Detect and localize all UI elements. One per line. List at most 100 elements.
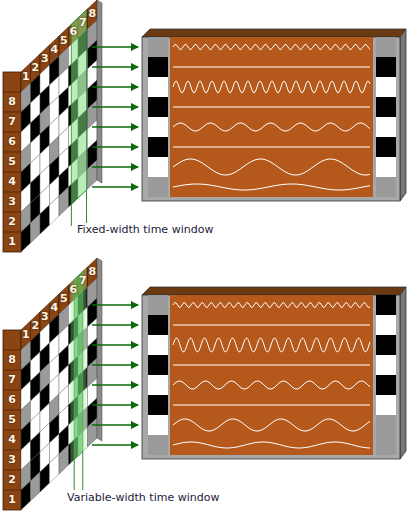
signal-wave [173, 147, 370, 148]
callout-number: 8 [3, 95, 21, 109]
pixel-cell [21, 481, 31, 510]
callout-number: 3 [3, 195, 21, 209]
checker-square [148, 97, 168, 117]
checker-square [376, 117, 396, 137]
callout-number: 4 [48, 301, 62, 315]
checker-square [148, 335, 168, 355]
strip-divider [3, 470, 21, 471]
callout-number: 8 [86, 7, 100, 21]
signal-wave [173, 123, 370, 131]
callout-number: 2 [3, 215, 21, 229]
callout-number: 7 [76, 274, 90, 288]
strip-divider [3, 132, 21, 133]
arrow [92, 66, 138, 67]
callout-number: 7 [3, 115, 21, 129]
callout-number: 1 [3, 493, 21, 507]
callout-number: 8 [86, 265, 100, 279]
callout-number: 4 [3, 433, 21, 447]
checker-square [376, 435, 396, 455]
arrow [92, 444, 138, 445]
callout-number: 4 [3, 175, 21, 189]
checker-square [148, 355, 168, 375]
arrow [92, 424, 138, 425]
row-label-strip [3, 72, 21, 252]
pixel-cell [40, 205, 50, 234]
caption-text: Variable-width time window [66, 491, 220, 505]
checker-square [148, 435, 168, 455]
callout-number: 2 [29, 319, 43, 333]
checker-square [148, 375, 168, 395]
arrow [92, 304, 138, 305]
pixel-cell [50, 196, 60, 225]
checker-square [376, 335, 396, 355]
signal-wave [173, 365, 370, 366]
checker-square [376, 315, 396, 335]
checker-square [376, 355, 396, 375]
time-window [71, 10, 86, 204]
checker-square [148, 295, 168, 315]
callout-number: 3 [3, 453, 21, 467]
strip-divider [3, 192, 21, 193]
callout-number: 6 [3, 393, 21, 407]
callout-number: 5 [3, 413, 21, 427]
arrow [92, 384, 138, 385]
checker-square [148, 137, 168, 157]
checker-square [148, 315, 168, 335]
callout-number: 2 [29, 61, 43, 75]
pixel-cell [59, 187, 69, 216]
arrow [92, 86, 138, 87]
grid-side-face [97, 0, 102, 183]
strip-divider [3, 232, 21, 233]
box-frame [142, 37, 400, 201]
callout-number: 6 [67, 283, 81, 297]
strip-divider [3, 490, 21, 491]
checker-square [376, 157, 396, 177]
checker-square [376, 57, 396, 77]
strip-divider [3, 152, 21, 153]
window-leader [71, 204, 72, 226]
box-side [400, 29, 406, 201]
strip-divider [3, 410, 21, 411]
signal-panel [170, 295, 373, 455]
box-frame [142, 295, 400, 459]
arrow [92, 106, 138, 107]
signal-panel [170, 37, 373, 197]
caption-text: Fixed-width time window [76, 223, 214, 237]
arrow [92, 166, 138, 167]
pixel-cell [59, 445, 69, 474]
callout-number: 7 [3, 373, 21, 387]
strip-divider [3, 390, 21, 391]
callout-number: 2 [3, 473, 21, 487]
arrow [92, 404, 138, 405]
strip-divider [3, 430, 21, 431]
checker-square [148, 395, 168, 415]
signal-wave [173, 338, 370, 352]
callout-number: 1 [19, 328, 33, 342]
checker-square [148, 37, 168, 57]
checker-square [148, 117, 168, 137]
signal-wave [173, 81, 370, 93]
box-top [142, 287, 406, 295]
signal-wave [173, 405, 370, 406]
callout-number: 6 [3, 135, 21, 149]
callout-number: 1 [19, 70, 33, 84]
arrow [92, 324, 138, 325]
strip-divider [3, 350, 21, 351]
pixel-cell [31, 214, 41, 243]
pixel-cell [31, 472, 41, 501]
signal-wave [173, 184, 370, 190]
checker-square [148, 57, 168, 77]
callout-number: 3 [38, 310, 52, 324]
window-leader [86, 190, 87, 226]
window-leader [74, 460, 75, 490]
callout-number: 5 [57, 34, 71, 48]
callout-number: 6 [67, 25, 81, 39]
checker-square [376, 295, 396, 315]
callout-number: 7 [76, 16, 90, 30]
checker-square [376, 37, 396, 57]
callout-number: 5 [57, 292, 71, 306]
pixel-cell [88, 160, 98, 189]
callout-number: 8 [3, 353, 21, 367]
callout-number: 5 [3, 155, 21, 169]
checker-square [376, 415, 396, 435]
